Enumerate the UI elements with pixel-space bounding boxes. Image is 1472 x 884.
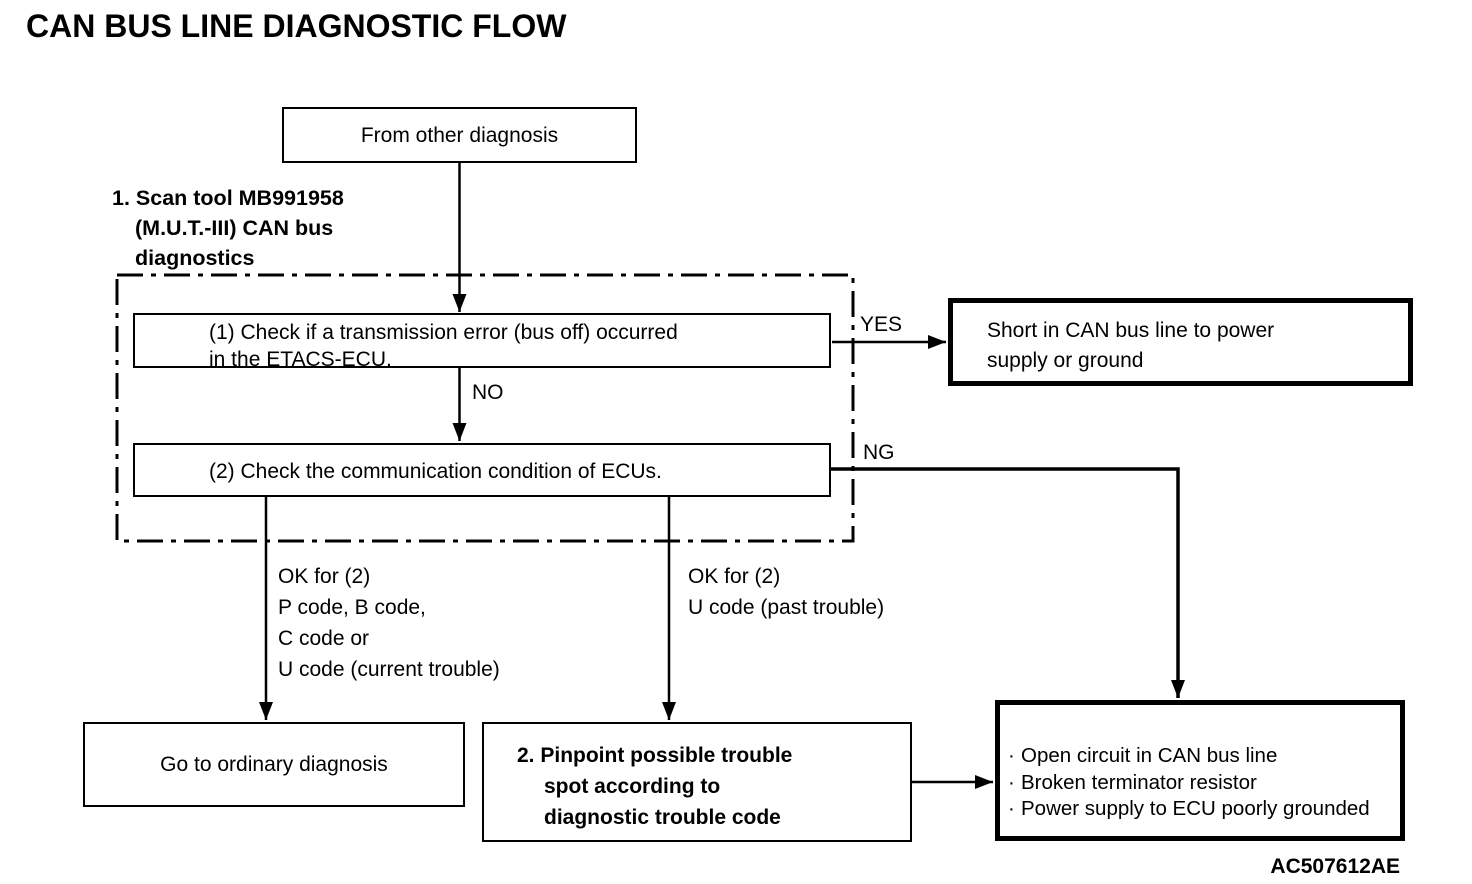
step1-label-line: 1. Scan tool MB991958 [112,186,344,210]
cause-item-text: Power supply to ECU poorly grounded [1021,797,1370,820]
step1-label-line: diagnostics [135,246,255,270]
pinpoint-node: 2. Pinpoint possible trouble spot accord… [482,722,912,842]
short-circuit-node: Short in CAN bus line to power supply or… [948,298,1413,386]
cause-item: · Open circuit in CAN bus line [1008,743,1400,770]
edge-label-ng: NG [863,441,895,464]
ok-current-line: U code (current trouble) [278,658,500,681]
step1-scan-tool-label: 1. Scan tool MB991958 (M.U.T.-III) CAN b… [112,183,344,273]
bullet-dot: · [1008,797,1015,820]
edge-label-ok-past: OK for (2) U code (past trouble) [688,561,884,623]
edge-label-yes: YES [860,313,903,336]
check2-text: (2) Check the communication condition of… [209,460,662,483]
pinpoint-text-line: diagnostic trouble code [544,806,781,829]
cause-item: · Power supply to ECU poorly grounded [1008,796,1400,823]
ok-current-line: C code or [278,627,370,650]
check2-node: (2) Check the communication condition of… [133,443,831,497]
pinpoint-text-line: spot according to [544,775,721,798]
short-circuit-text-line: supply or ground [987,349,1144,372]
bullet-dot: · [1008,744,1015,767]
pinpoint-text-line: 2. Pinpoint possible trouble [517,744,793,767]
ok-current-line: OK for (2) [278,565,371,588]
check1-node: (1) Check if a transmission error (bus o… [133,313,831,371]
page-title: CAN BUS LINE DIAGNOSTIC FLOW [26,8,567,44]
go-ordinary-node: Go to ordinary diagnosis [83,722,465,807]
edge-label-no: NO [472,381,504,404]
step1-label-line: (M.U.T.-III) CAN bus [135,216,334,240]
short-circuit-text-line: Short in CAN bus line to power [987,319,1275,342]
causes-node: ·Open circuit in CAN bus line ·Broken te… [995,700,1405,841]
ok-current-line: P code, B code, [278,596,426,619]
start-node-text: From other diagnosis [360,123,559,147]
ok-past-line: U code (past trouble) [688,596,885,619]
edge-label-ok-current: OK for (2) P code, B code, C code or U c… [278,561,500,685]
ok-past-line: OK for (2) [688,565,781,588]
go-ordinary-text: Go to ordinary diagnosis [160,753,388,776]
check1-text-line: (1) Check if a transmission error (bus o… [209,321,678,344]
bullet-dot: · [1008,770,1015,794]
cause-item-text: Open circuit in CAN bus line [1021,744,1278,767]
start-node: From other diagnosis [282,107,637,163]
cause-item: ·Broken terminator resistor [1008,770,1400,797]
figure-code: AC507612AE [1270,855,1400,878]
check1-text-line: in the ETACS-ECU. [209,348,392,371]
cause-item-text: Broken terminator resistor [1021,770,1257,794]
